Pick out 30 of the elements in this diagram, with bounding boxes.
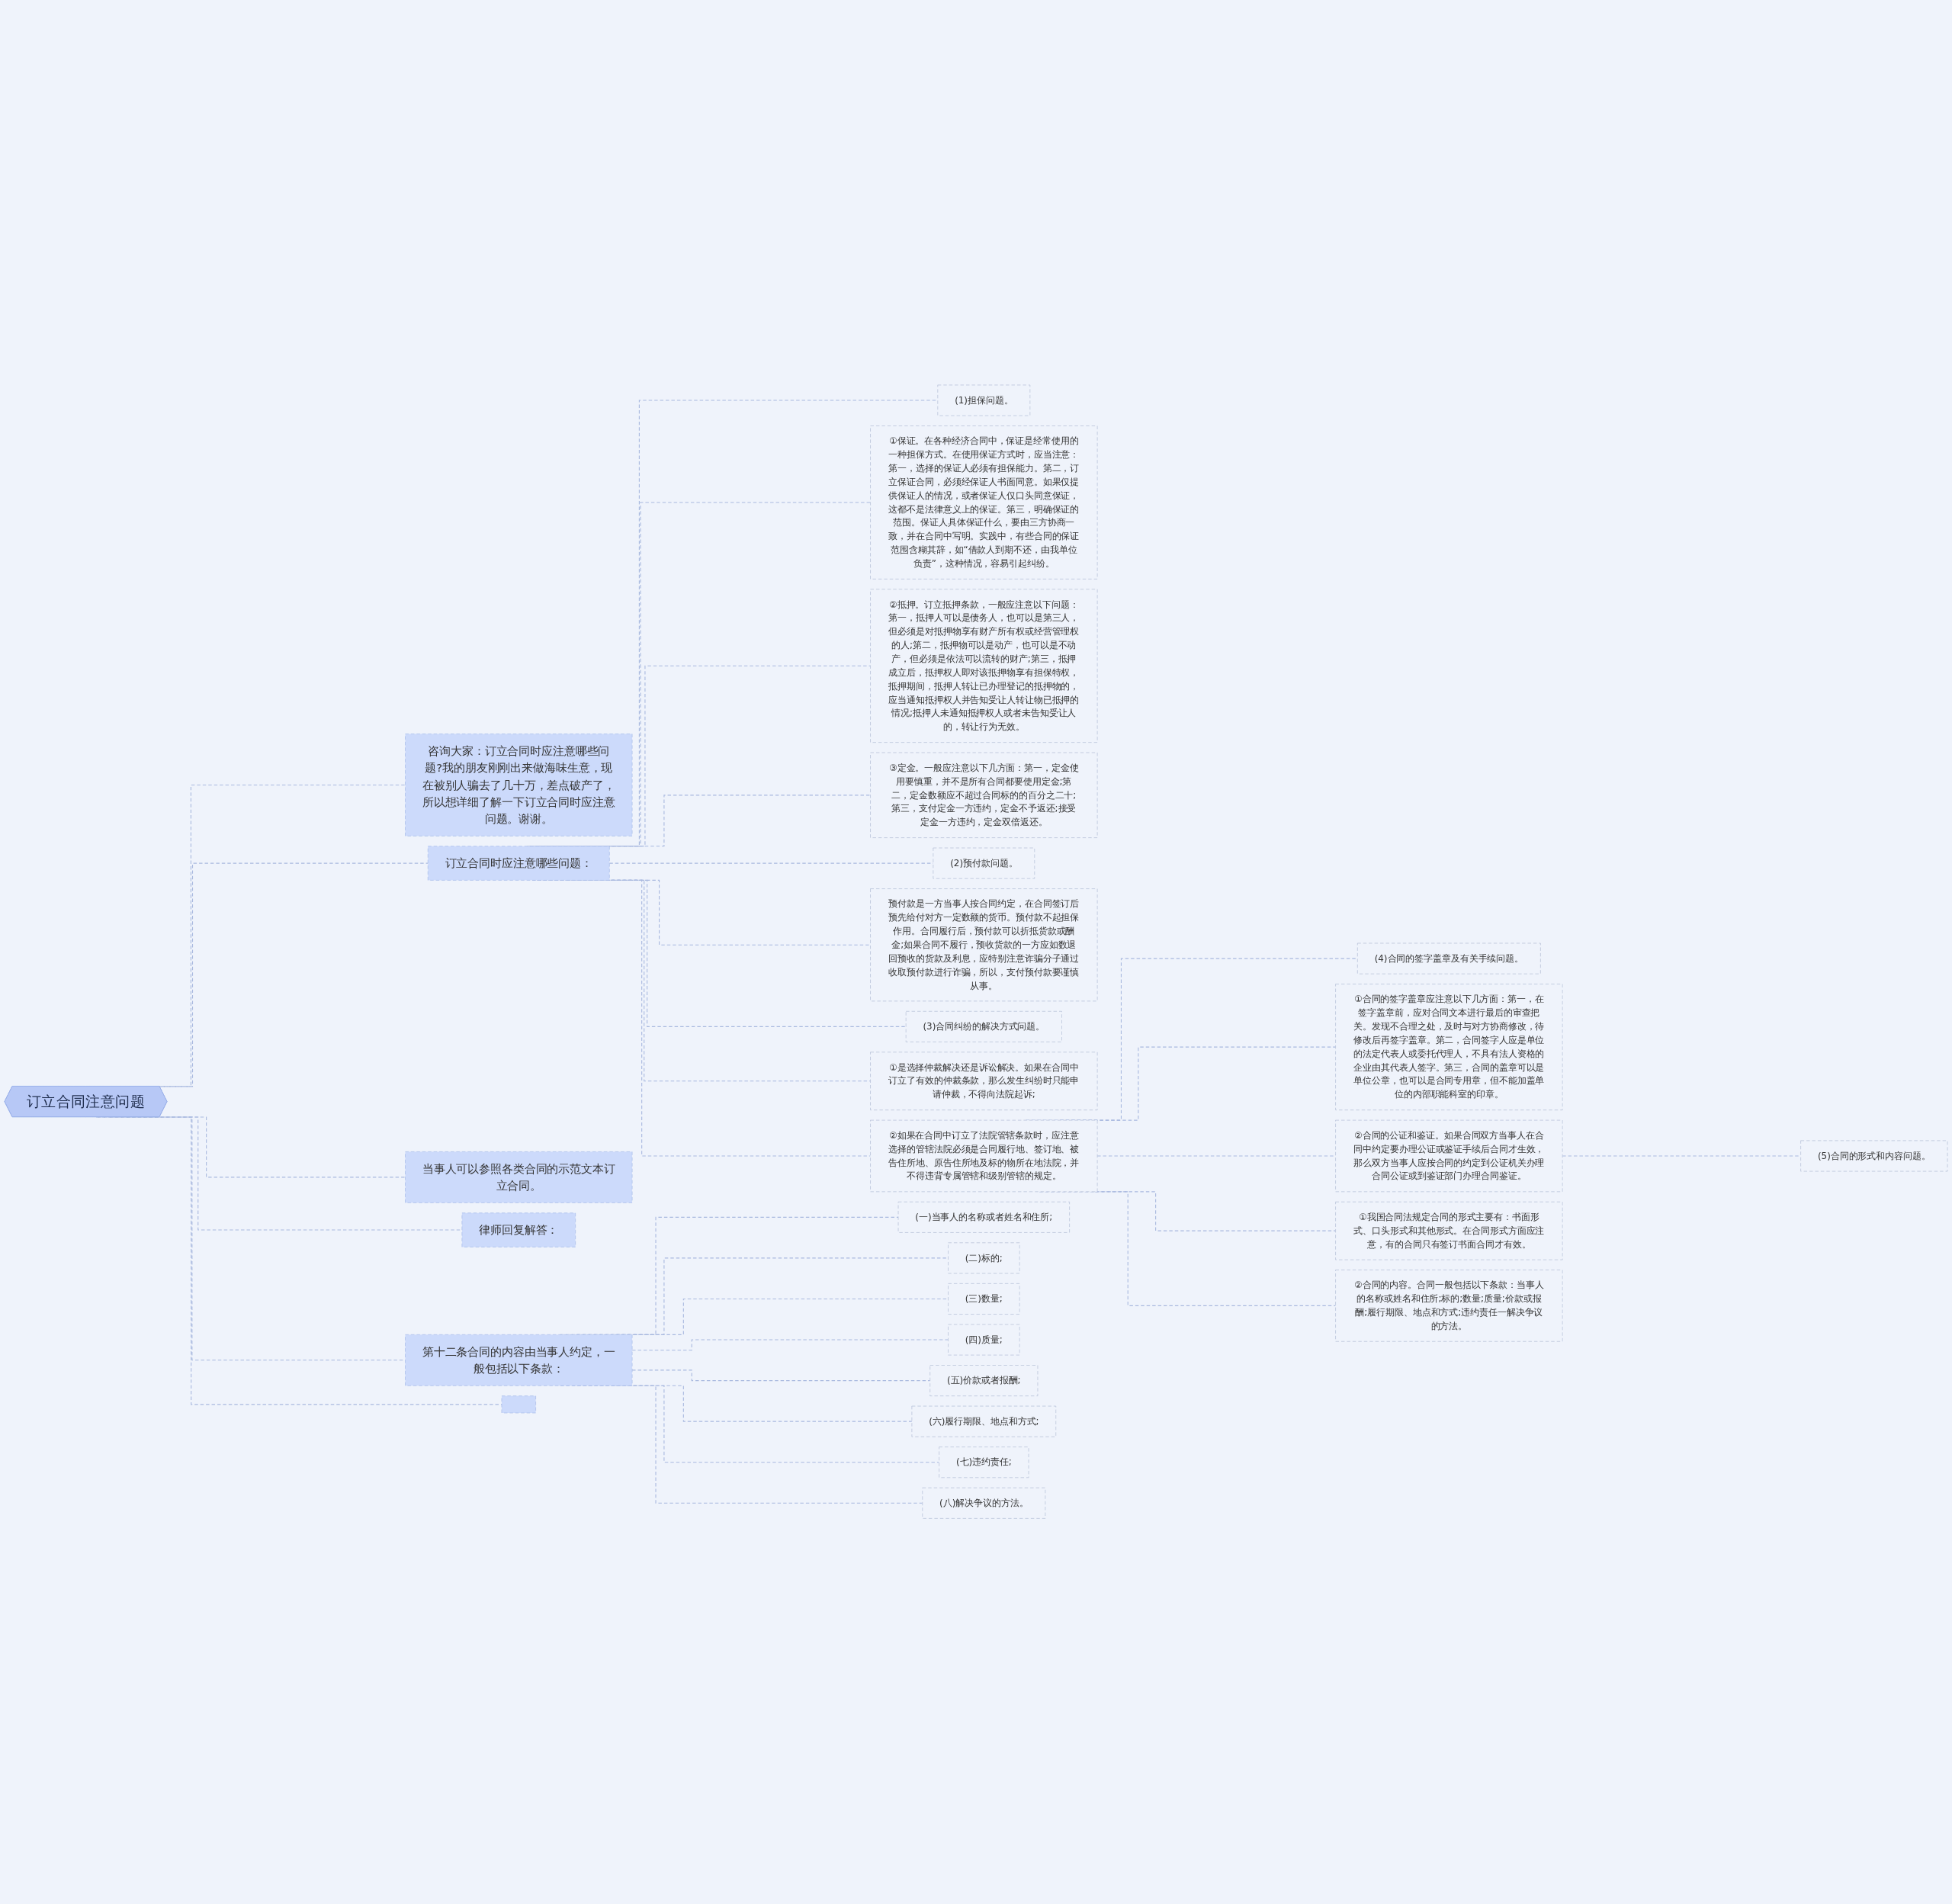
node-box xyxy=(948,1242,1020,1274)
node-box xyxy=(501,1395,536,1414)
node-box xyxy=(929,1365,1039,1397)
connector xyxy=(631,1369,931,1382)
node-box xyxy=(939,1446,1029,1479)
node-box xyxy=(870,888,1098,1002)
node-box xyxy=(870,753,1098,839)
node-box xyxy=(461,1212,576,1248)
node-box xyxy=(870,425,1098,580)
node-box xyxy=(1800,1140,1948,1172)
node-box xyxy=(897,1202,1070,1234)
node-box xyxy=(405,1334,633,1386)
node-box xyxy=(1356,942,1541,974)
node-box xyxy=(427,846,610,881)
node-box xyxy=(870,1120,1098,1193)
node-box xyxy=(905,1011,1062,1043)
node-box xyxy=(1335,1202,1563,1260)
node-box xyxy=(911,1406,1057,1437)
node-box xyxy=(405,1151,633,1204)
node-box xyxy=(948,1283,1020,1315)
node-box xyxy=(1335,1120,1563,1193)
node-box xyxy=(937,384,1031,416)
node-box xyxy=(948,1324,1020,1356)
node-box xyxy=(1335,984,1563,1111)
node-box xyxy=(922,1488,1046,1520)
node-box xyxy=(933,848,1035,879)
node-box xyxy=(1335,1270,1563,1342)
node-box xyxy=(870,589,1098,743)
node-box xyxy=(405,734,633,837)
node-box xyxy=(870,1052,1098,1111)
